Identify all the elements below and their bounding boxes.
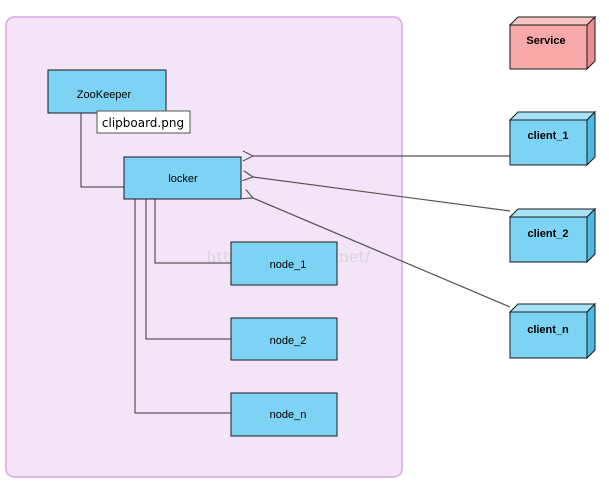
client-n-node[interactable]: client_n [508,302,597,360]
client-1-node[interactable]: client_1 [508,110,597,167]
locker-node[interactable]: locker [123,156,242,200]
zookeeper-node[interactable]: ZooKeeper [47,69,167,114]
client-n-arrow [253,198,511,308]
node-2-box[interactable]: node_2 [230,317,338,361]
locker-noden-connector [134,199,231,414]
service-label: Service [526,35,565,47]
client-2-node[interactable]: client_2 [508,207,597,264]
locker-node1-connector [154,199,231,264]
client-n-label: client_n [527,324,569,336]
tooltip-label: clipboard.png [102,116,184,130]
service-node[interactable]: Service [508,15,597,71]
zookeeper-label: ZooKeeper [77,89,132,101]
locker-node2-connector [145,199,231,340]
zookeeper-locker-connector [80,113,124,188]
client-2-arrow [253,177,511,212]
client-2-label: client_2 [528,228,569,240]
client-arrows [253,156,511,308]
node-n-box[interactable]: node_n [230,392,338,437]
node-n-label: node_n [270,409,307,421]
node-1-box[interactable]: node_1 [230,241,338,286]
client-1-label: client_1 [528,130,569,142]
locker-label: locker [168,173,198,185]
clipboard-tooltip: clipboard.png [96,110,191,134]
tree-connectors [80,113,231,414]
node-1-label: node_1 [270,259,307,271]
node-2-label: node_2 [270,335,307,347]
